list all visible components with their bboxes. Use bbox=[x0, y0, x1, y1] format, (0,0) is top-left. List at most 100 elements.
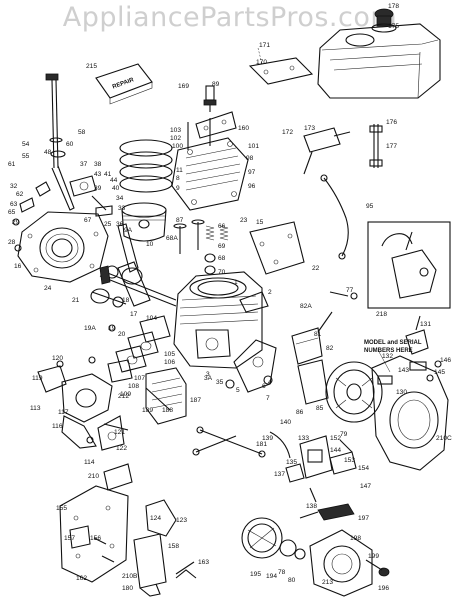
fuel-tank bbox=[317, 8, 441, 99]
callout-178: 178 bbox=[388, 3, 399, 10]
callout-120: 120 bbox=[52, 355, 63, 362]
callout-107: 107 bbox=[134, 375, 145, 382]
callout-20: 20 bbox=[118, 331, 126, 338]
callout-7: 7 bbox=[266, 395, 270, 402]
callout-61: 61 bbox=[8, 161, 16, 168]
callout-121: 121 bbox=[114, 429, 125, 436]
callout-41: 41 bbox=[104, 171, 112, 178]
callout-210b: 210B bbox=[122, 573, 138, 580]
callout-87: 87 bbox=[176, 217, 184, 224]
callout-123: 123 bbox=[176, 517, 187, 524]
crankcase-cover bbox=[17, 211, 109, 283]
callout-195: 195 bbox=[250, 571, 261, 578]
muffler-guard bbox=[59, 463, 133, 583]
callout-17: 17 bbox=[130, 311, 138, 318]
callout-4: 4 bbox=[268, 379, 272, 386]
callout-119: 119 bbox=[32, 375, 43, 382]
callout-170: 170 bbox=[256, 59, 267, 66]
inset-box bbox=[367, 221, 451, 309]
starter-housing bbox=[309, 529, 373, 597]
callout-163: 163 bbox=[198, 559, 209, 566]
callout-18: 18 bbox=[122, 297, 130, 304]
valves bbox=[173, 219, 229, 275]
callout-35: 35 bbox=[216, 379, 224, 386]
dipstick bbox=[45, 73, 75, 211]
callout-122: 122 bbox=[116, 445, 127, 452]
callout-32: 32 bbox=[10, 183, 18, 190]
governor-parts bbox=[12, 175, 113, 252]
callout-114: 114 bbox=[84, 459, 95, 466]
flywheel bbox=[325, 361, 383, 423]
callout-28: 28 bbox=[8, 239, 16, 246]
callout-147: 147 bbox=[360, 483, 371, 490]
callout-212: 212 bbox=[118, 393, 129, 400]
callout-188: 188 bbox=[162, 407, 173, 414]
callout-137: 137 bbox=[274, 471, 285, 478]
callout-1: 1 bbox=[234, 279, 238, 286]
piston bbox=[121, 202, 167, 242]
callout-198: 198 bbox=[350, 535, 361, 542]
callout-44: 44 bbox=[110, 177, 118, 184]
fuel-line bbox=[369, 124, 383, 168]
callout-82a: 82A bbox=[300, 303, 312, 310]
callout-135: 135 bbox=[286, 459, 297, 466]
control-assembly bbox=[269, 431, 357, 503]
callout-33: 33 bbox=[118, 205, 126, 212]
callout-130: 130 bbox=[396, 389, 407, 396]
watermark: AppliancePartsPros.com bbox=[62, 2, 398, 33]
callout-106: 106 bbox=[164, 359, 175, 366]
callout-177: 177 bbox=[386, 143, 397, 150]
callout-22: 22 bbox=[312, 265, 320, 272]
callout-9a: 9A bbox=[124, 227, 133, 234]
callout-15: 15 bbox=[256, 219, 264, 226]
callout-86: 86 bbox=[296, 409, 304, 416]
muffler-bracket bbox=[133, 499, 197, 597]
callout-63: 63 bbox=[10, 201, 18, 208]
callout-218: 218 bbox=[376, 311, 387, 318]
callout-43: 43 bbox=[94, 171, 102, 178]
callout-48: 48 bbox=[44, 149, 52, 156]
callout-62: 62 bbox=[16, 191, 24, 198]
callout-69: 69 bbox=[218, 243, 226, 250]
callout-100: 100 bbox=[172, 143, 183, 150]
callout-81: 81 bbox=[314, 331, 322, 338]
callout-169: 169 bbox=[178, 83, 189, 90]
callout-105: 105 bbox=[164, 351, 175, 358]
model-note-line-1: MODEL and SERIAL bbox=[364, 340, 422, 346]
callout-199: 199 bbox=[368, 553, 379, 560]
callout-171: 171 bbox=[259, 42, 270, 49]
callout-9: 9 bbox=[176, 185, 180, 192]
blower-housing bbox=[371, 315, 449, 471]
callout-189: 189 bbox=[142, 407, 153, 414]
callout-54: 54 bbox=[22, 141, 30, 148]
callout-96: 96 bbox=[248, 183, 256, 190]
callout-95: 95 bbox=[366, 203, 374, 210]
ignition-coil bbox=[291, 311, 333, 405]
callout-143: 143 bbox=[398, 367, 409, 374]
callout-117: 117 bbox=[58, 409, 69, 416]
carburetor-gaskets bbox=[107, 315, 171, 383]
callout-153: 153 bbox=[344, 457, 355, 464]
callout-133: 133 bbox=[298, 435, 309, 442]
callout-146: 146 bbox=[440, 357, 451, 364]
callout-210c: 210C bbox=[436, 435, 452, 442]
crankshaft bbox=[99, 261, 177, 307]
callout-3: 3 bbox=[206, 371, 210, 378]
callout-132: 132 bbox=[382, 353, 393, 360]
camshaft bbox=[90, 288, 127, 308]
callout-10: 10 bbox=[146, 241, 154, 248]
spark-plug bbox=[203, 85, 217, 112]
callout-124: 124 bbox=[150, 515, 161, 522]
callout-108: 108 bbox=[128, 383, 139, 390]
callout-187: 187 bbox=[190, 397, 201, 404]
callout-19a: 19A bbox=[84, 325, 96, 332]
callout-78: 78 bbox=[278, 569, 286, 576]
carburetor bbox=[37, 365, 129, 449]
callout-210: 210 bbox=[88, 473, 99, 480]
callout-85: 85 bbox=[316, 405, 324, 412]
callout-172: 172 bbox=[282, 129, 293, 136]
callout-25: 25 bbox=[104, 221, 112, 228]
callout-154: 154 bbox=[358, 465, 369, 472]
